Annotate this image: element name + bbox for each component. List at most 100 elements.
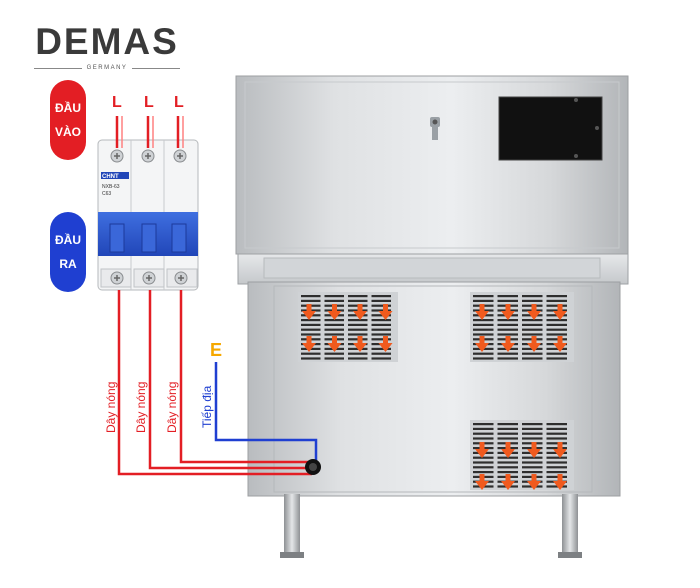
vent-slot <box>348 352 368 355</box>
vent-slot <box>301 352 321 355</box>
upper-cabinet-inner <box>244 81 620 249</box>
hot-wires <box>117 290 312 476</box>
vent-slot <box>497 423 518 426</box>
breaker-brand: CHNT <box>102 174 119 180</box>
vent-slot <box>348 333 368 336</box>
lower-cabinet-panel <box>273 285 593 493</box>
vent-slot <box>522 423 543 426</box>
vent-slot <box>324 352 344 355</box>
vent-slot <box>324 333 344 336</box>
panel-screw <box>574 98 578 102</box>
vent-slot <box>473 437 494 440</box>
vent-slot <box>546 466 567 469</box>
ledge-recess <box>263 257 601 279</box>
vent-slot <box>497 352 518 355</box>
input-badge-line2: VÀO <box>54 125 81 139</box>
vent-slot <box>473 295 494 298</box>
vent-slot <box>497 466 518 469</box>
vent-slot <box>371 333 391 336</box>
hot-wire-label-2: Dây nóng <box>134 381 148 433</box>
vent-slot <box>371 328 391 331</box>
vent-slot <box>522 319 543 322</box>
vent-slot <box>522 432 543 435</box>
vent-slot <box>522 427 543 430</box>
leg-right <box>562 494 578 556</box>
screw-terminal-icon <box>110 271 124 285</box>
vent-slot <box>371 309 391 312</box>
vent-slot <box>348 323 368 326</box>
vent-slot <box>522 323 543 326</box>
vent-slot <box>473 328 494 331</box>
vent-slot <box>473 471 494 474</box>
vent-slot <box>371 304 391 307</box>
vent-slot <box>473 299 494 302</box>
screw-terminal-icon <box>142 271 156 285</box>
vent-slot <box>546 338 567 341</box>
brand-subtitle: GERMANY <box>22 65 192 71</box>
vent-slot <box>546 423 567 426</box>
vent-slot <box>546 437 567 440</box>
vent-slot <box>546 485 567 488</box>
vent-slot <box>497 456 518 459</box>
vent-slot <box>546 442 567 445</box>
vent-slot <box>371 338 391 341</box>
vent-slot <box>497 328 518 331</box>
vent-slot <box>546 475 567 478</box>
leg-left <box>284 494 300 556</box>
hot-wire-label-1: Dây nóng <box>104 381 118 433</box>
vent-slot <box>324 295 344 298</box>
vent-slot <box>473 456 494 459</box>
vent-slot <box>371 323 391 326</box>
breaker-model: NXB-63 <box>102 184 120 190</box>
vent-slot <box>497 432 518 435</box>
vent-slot <box>497 319 518 322</box>
vent-slot <box>371 357 391 360</box>
foot-left <box>280 552 304 558</box>
vent-slot <box>348 299 368 302</box>
vent-slot <box>546 461 567 464</box>
vent-slot <box>546 471 567 474</box>
output-badge-line2: RA <box>59 257 77 271</box>
vent-slot <box>497 437 518 440</box>
vent-slot <box>473 357 494 360</box>
control-panel <box>498 96 603 161</box>
vent-slot <box>522 437 543 440</box>
ground-wire <box>214 362 318 462</box>
vent-slot <box>473 461 494 464</box>
vent-slot <box>473 319 494 322</box>
vent-slot <box>348 328 368 331</box>
vent-slot <box>324 328 344 331</box>
vent-slot <box>546 333 567 336</box>
vent-slot <box>522 466 543 469</box>
panel-screw <box>574 154 578 158</box>
input-badge-line1: ĐẦU <box>55 101 81 115</box>
earth-terminal-label: E <box>210 340 223 360</box>
vent-slot <box>473 466 494 469</box>
vent-slot <box>546 323 567 326</box>
vent-slot <box>473 423 494 426</box>
hot-wire-label-3: Dây nóng <box>165 381 179 433</box>
vent-slot <box>546 299 567 302</box>
vent-slot <box>324 299 344 302</box>
cable-gland-icon <box>305 459 321 475</box>
input-wires <box>115 116 184 148</box>
vent-slot <box>348 357 368 360</box>
vent-slot <box>301 357 321 360</box>
vent-slot <box>546 304 567 307</box>
vent-slot <box>301 295 321 298</box>
phase-label-1: L <box>112 94 122 111</box>
vent-slot <box>371 295 391 298</box>
vent-slot <box>473 333 494 336</box>
brand-name: DEMAS <box>35 21 179 62</box>
vent-slot <box>546 319 567 322</box>
phase-label-2: L <box>144 94 154 111</box>
vent-slot <box>371 347 391 350</box>
vent-slot <box>546 427 567 430</box>
vent-slot <box>301 319 321 322</box>
screw-terminal-icon <box>174 271 188 285</box>
vent-slot <box>324 357 344 360</box>
screw-terminal-icon <box>110 149 124 163</box>
vent-slot <box>324 319 344 322</box>
vent-slot <box>473 432 494 435</box>
vent-slot <box>371 319 391 322</box>
